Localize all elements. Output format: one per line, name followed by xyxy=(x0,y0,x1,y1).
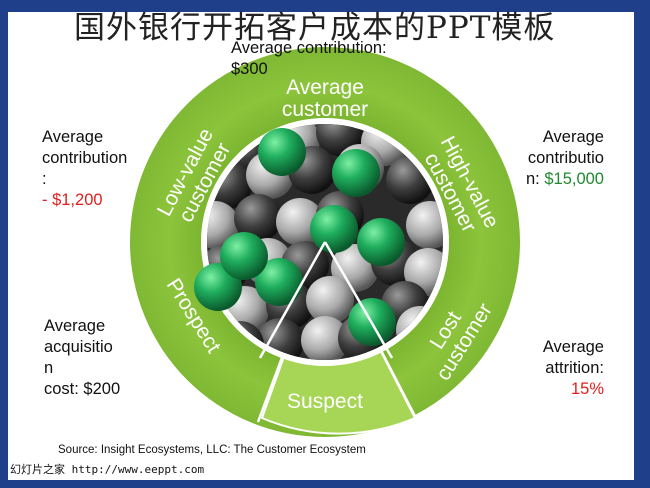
pit-divider-right xyxy=(323,241,394,359)
green-ball xyxy=(258,128,306,176)
green-ball xyxy=(310,205,358,253)
source-citation: Source: Insight Ecosystems, LLC: The Cus… xyxy=(58,444,366,456)
gray-ball xyxy=(316,124,364,156)
green-ball xyxy=(220,232,268,280)
segment-average-label-2: customer xyxy=(282,98,368,121)
segment-suspect-label: Suspect xyxy=(287,390,363,413)
pit-divider-left xyxy=(258,241,327,359)
green-ball xyxy=(357,218,405,266)
segment-average-label-1: Average xyxy=(286,76,364,99)
top-contribution-label: Average contribution: $300 xyxy=(231,39,387,78)
site-watermark: 幻灯片之家 http://www.eeppt.com xyxy=(10,463,205,476)
page-title: 国外银行开拓客户成本的PPT模板 xyxy=(74,10,556,46)
gray-ball xyxy=(301,316,349,360)
gray-ball xyxy=(207,201,239,249)
acquisition-cost-label: Average acquisitio n cost: $200 xyxy=(44,317,121,398)
low-value-contribution-label: Average contribution : - $1,200 xyxy=(42,128,128,209)
high-value-contribution-label: Average contributio n: $15,000 xyxy=(525,128,604,188)
gray-ball xyxy=(234,194,282,242)
green-ball xyxy=(332,149,380,197)
attrition-label: Average attrition: 15% xyxy=(542,338,604,398)
green-ball xyxy=(255,258,303,306)
gray-ball xyxy=(306,276,354,324)
